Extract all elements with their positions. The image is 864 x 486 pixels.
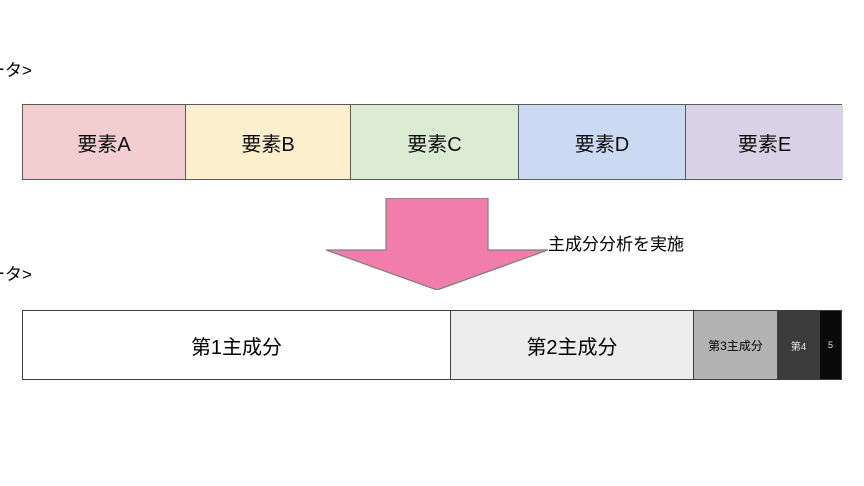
original-cell-2: 要素B [186, 105, 351, 179]
original-cell-label: 要素B [241, 133, 295, 156]
original-cell-5: 要素E [686, 105, 843, 179]
component-cell-4: 第4 [778, 311, 820, 379]
original-cell-3: 要素C [351, 105, 519, 179]
original-cell-4: 要素D [519, 105, 686, 179]
transformed-data-caption: 全データ> [0, 265, 32, 284]
arrow-annotation-label: 主成分分析を実施 [548, 235, 684, 254]
original-data-bar: 要素A 要素B 要素C 要素D 要素E [22, 104, 843, 180]
component-cell-5: 5 [820, 311, 841, 379]
original-cell-label: 要素C [407, 133, 462, 156]
component-cell-label: 第4 [790, 341, 807, 353]
original-cell-label: 要素D [574, 133, 630, 156]
down-arrow-icon [326, 198, 548, 290]
component-cell-label: 第1主成分 [190, 336, 283, 359]
component-cell-label: 第2主成分 [526, 336, 618, 359]
component-cell-label: 第3主成分 [708, 338, 763, 353]
original-cell-1: 要素A [23, 105, 186, 179]
component-cell-label: 5 [827, 340, 833, 350]
original-data-caption: 全データ> [0, 61, 32, 80]
component-cell-3: 第3主成分 [694, 311, 778, 379]
component-cell-1: 第1主成分 [23, 311, 451, 379]
original-cell-label: 要素A [77, 133, 131, 156]
component-cell-2: 第2主成分 [451, 311, 694, 379]
principal-components-bar: 第1主成分 第2主成分 第3主成分 第4 5 [22, 310, 842, 380]
original-cell-label: 要素E [737, 133, 792, 156]
